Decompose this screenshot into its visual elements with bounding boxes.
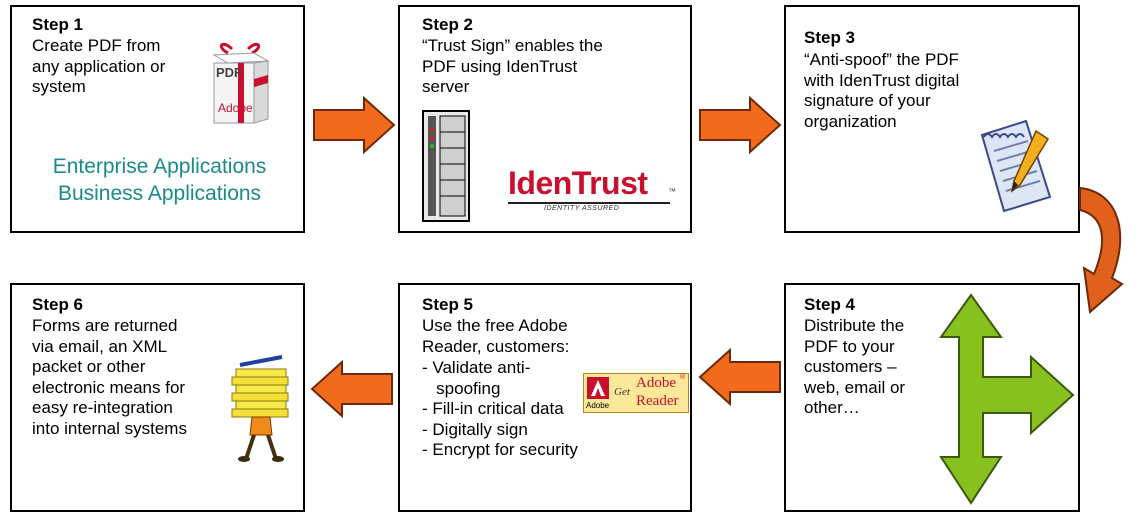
server-icon <box>422 110 470 222</box>
step-6-box: Step 6 Forms are returned via email, an … <box>10 283 305 512</box>
reader-adobe-word: Adobe <box>636 375 676 391</box>
step-4-box: Step 4 Distribute the PDF to your custom… <box>784 283 1080 512</box>
step-5-title: Step 5 <box>422 295 474 314</box>
step-5-list: - Validate anti- spoofing - Fill-in crit… <box>422 358 578 461</box>
step-6-body: Forms are returned via email, an XML pac… <box>32 316 187 438</box>
step-5-box: Step 5 Use the free Adobe Reader, custom… <box>398 283 692 512</box>
person-carrying-forms-icon <box>230 355 292 463</box>
arrow-step2-to-step3 <box>699 95 782 155</box>
identrust-underline <box>508 202 670 204</box>
step-4-title: Step 4 <box>804 295 856 314</box>
adobe-logo-word: Adobe <box>586 401 610 410</box>
step-5-body: Use the free Adobe Reader, customers: <box>422 316 570 356</box>
three-way-arrow-icon <box>939 293 1075 505</box>
arrow-step4-to-step5 <box>698 347 781 407</box>
step-1-body: Create PDF from any application or syste… <box>32 36 166 96</box>
step-3-box: Step 3 “Anti-spoof” the PDF with IdenTru… <box>784 5 1080 233</box>
signing-document-icon <box>974 115 1060 215</box>
step-5-item: - Digitally sign <box>422 419 528 439</box>
step-2-box: Step 2 “Trust Sign” enables the PDF usin… <box>398 5 692 233</box>
step-4-body: Distribute the PDF to your customers – w… <box>804 316 906 417</box>
step-3-body: “Anti-spoof” the PDF with IdenTrust digi… <box>804 50 960 131</box>
step-5-item: - Fill-in critical data <box>422 399 564 418</box>
enterprise-applications-label: Enterprise Applications <box>52 155 267 178</box>
get-adobe-reader-badge: Adobe Get Adobe ® Reader <box>583 373 689 413</box>
pdf-box-adobe-label: Adobe <box>218 101 253 115</box>
curved-arrow-step3-to-step4 <box>1079 186 1124 314</box>
step-1-title: Step 1 <box>32 15 84 34</box>
reader-reader-word: Reader <box>636 393 679 409</box>
step-2-title: Step 2 <box>422 15 474 34</box>
identrust-logo: IdenTrust ™ IDENTITY ASSURED <box>508 165 678 215</box>
pdf-gift-box-icon: PDF Adobe <box>210 39 272 127</box>
pdf-box-pdf-label: PDF <box>216 65 242 80</box>
step-3-title: Step 3 <box>804 28 856 47</box>
reader-get-word: Get <box>614 386 630 398</box>
arrow-step1-to-step2 <box>313 95 396 155</box>
business-applications-label: Business Applications <box>57 182 262 205</box>
identrust-tagline: IDENTITY ASSURED <box>544 205 620 212</box>
arrow-step5-to-step6 <box>310 359 393 419</box>
step-5-item: - Encrypt for security <box>422 440 578 459</box>
reader-registered: ® <box>680 374 686 381</box>
step-6-title: Step 6 <box>32 295 84 314</box>
identrust-logo-text: IdenTrust <box>508 165 648 201</box>
step-1-box: Step 1 Create PDF from any application o… <box>10 5 305 233</box>
step-5-item: spoofing <box>422 378 501 398</box>
identrust-tm: ™ <box>668 187 676 196</box>
step-5-item: - Validate anti- <box>422 358 531 377</box>
step-2-body: “Trust Sign” enables the PDF using IdenT… <box>422 36 603 96</box>
adobe-logo-mark <box>587 377 609 399</box>
